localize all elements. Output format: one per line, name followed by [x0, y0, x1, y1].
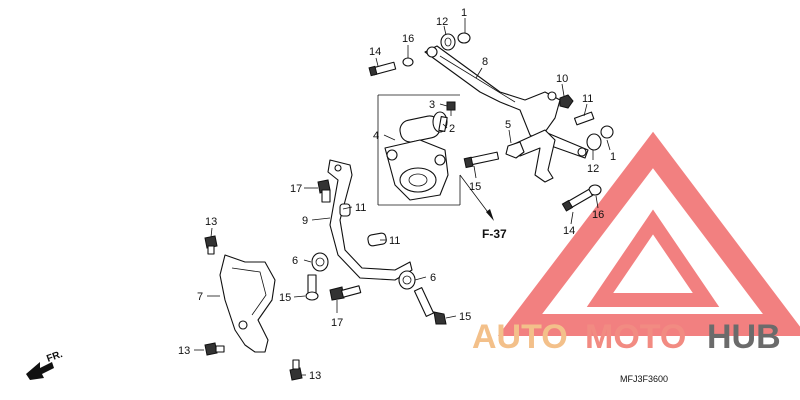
actuator-box: [377, 94, 461, 206]
section-arrow: [486, 209, 494, 221]
callout-1-top: 1: [461, 7, 467, 19]
callout-5: 5: [505, 119, 511, 131]
diagram-ref-code: MFJ3F3600: [620, 374, 668, 384]
lower-stay-arm: [511, 129, 556, 183]
nut-10: [559, 94, 574, 109]
washer-top: [402, 57, 414, 67]
callout-8: 8: [482, 56, 488, 68]
collar-11-left: [339, 203, 351, 217]
section-ref-label: F-37: [482, 227, 507, 241]
front-label: FR.: [45, 349, 64, 365]
bolt-15-mid: [463, 151, 500, 169]
watermark-triangle: [497, 131, 800, 336]
callout-16-right: 16: [592, 209, 604, 221]
callout-11-left: 11: [355, 202, 366, 214]
callout-15-left: 15: [279, 292, 291, 304]
watermark-logo: [497, 131, 800, 336]
actuator-unit: [384, 111, 449, 201]
mount-bracket-9: [327, 159, 413, 281]
rubber-mount-5: [505, 141, 525, 159]
brand-word-hub: HUB: [707, 318, 781, 356]
grommet-top: [440, 32, 471, 51]
bolt-17-lower: [329, 285, 362, 301]
screw-13-top: [204, 235, 218, 255]
callout-13-top: 13: [205, 216, 217, 228]
callout-2: 2: [449, 123, 455, 135]
callout-17-lower: 17: [331, 317, 343, 329]
callout-10: 10: [556, 73, 568, 85]
callout-6-right: 6: [430, 272, 436, 284]
callout-13-bottom: 13: [309, 370, 321, 382]
callout-4: 4: [373, 130, 379, 142]
front-arrow-icon: [26, 362, 54, 380]
bolt-11-right: [573, 111, 595, 126]
bolt-top: [368, 61, 397, 77]
bolt-right: [561, 188, 593, 212]
leader-lines: [194, 18, 611, 376]
callout-11-mid: 11: [389, 235, 400, 247]
watermark-inner-triangle: [586, 209, 720, 307]
bolt-17-upper: [317, 179, 331, 203]
callout-15-mid: 15: [469, 181, 481, 193]
brand-word-moto: MOTO: [585, 318, 686, 356]
upper-stay-bracket: [424, 45, 589, 159]
rubber-mount-6-left: [311, 252, 329, 272]
callout-13-mid: 13: [178, 345, 190, 357]
callout-14-right: 14: [563, 225, 575, 237]
brand-word-auto: AUTO: [472, 318, 568, 356]
callout-12-top: 12: [436, 16, 448, 28]
screw-13-mid: [204, 342, 225, 356]
front-indicator: FR.: [26, 349, 64, 380]
callout-14-top: 14: [369, 46, 381, 58]
collar-11-mid: [367, 232, 387, 247]
callout-16-top: 16: [402, 33, 414, 45]
grommet-right: [586, 125, 614, 151]
watermark-text: AUTO MOTO HUB: [472, 318, 781, 356]
rubber-mount-6-right: [398, 270, 416, 290]
bolt-15-left: [305, 274, 319, 301]
callout-labels: 1 12 16 14 8 10 11 3 2 4 5 15 12 1 16 14…: [178, 7, 616, 382]
callout-6-left: 6: [292, 255, 298, 267]
callout-7: 7: [197, 291, 203, 303]
screw-3: [446, 101, 456, 116]
bolt-15-lower: [413, 287, 447, 325]
callout-12-right: 12: [587, 163, 599, 175]
callout-15-lower: 15: [459, 311, 471, 323]
callout-3: 3: [429, 99, 435, 111]
callout-9: 9: [302, 215, 308, 227]
section-leader: [459, 174, 491, 216]
callout-11-right: 11: [582, 93, 593, 105]
callout-17-upper: 17: [290, 183, 302, 195]
cover-7: [219, 254, 276, 353]
screw-13-bottom: [289, 359, 303, 381]
callout-1-right: 1: [610, 151, 616, 163]
